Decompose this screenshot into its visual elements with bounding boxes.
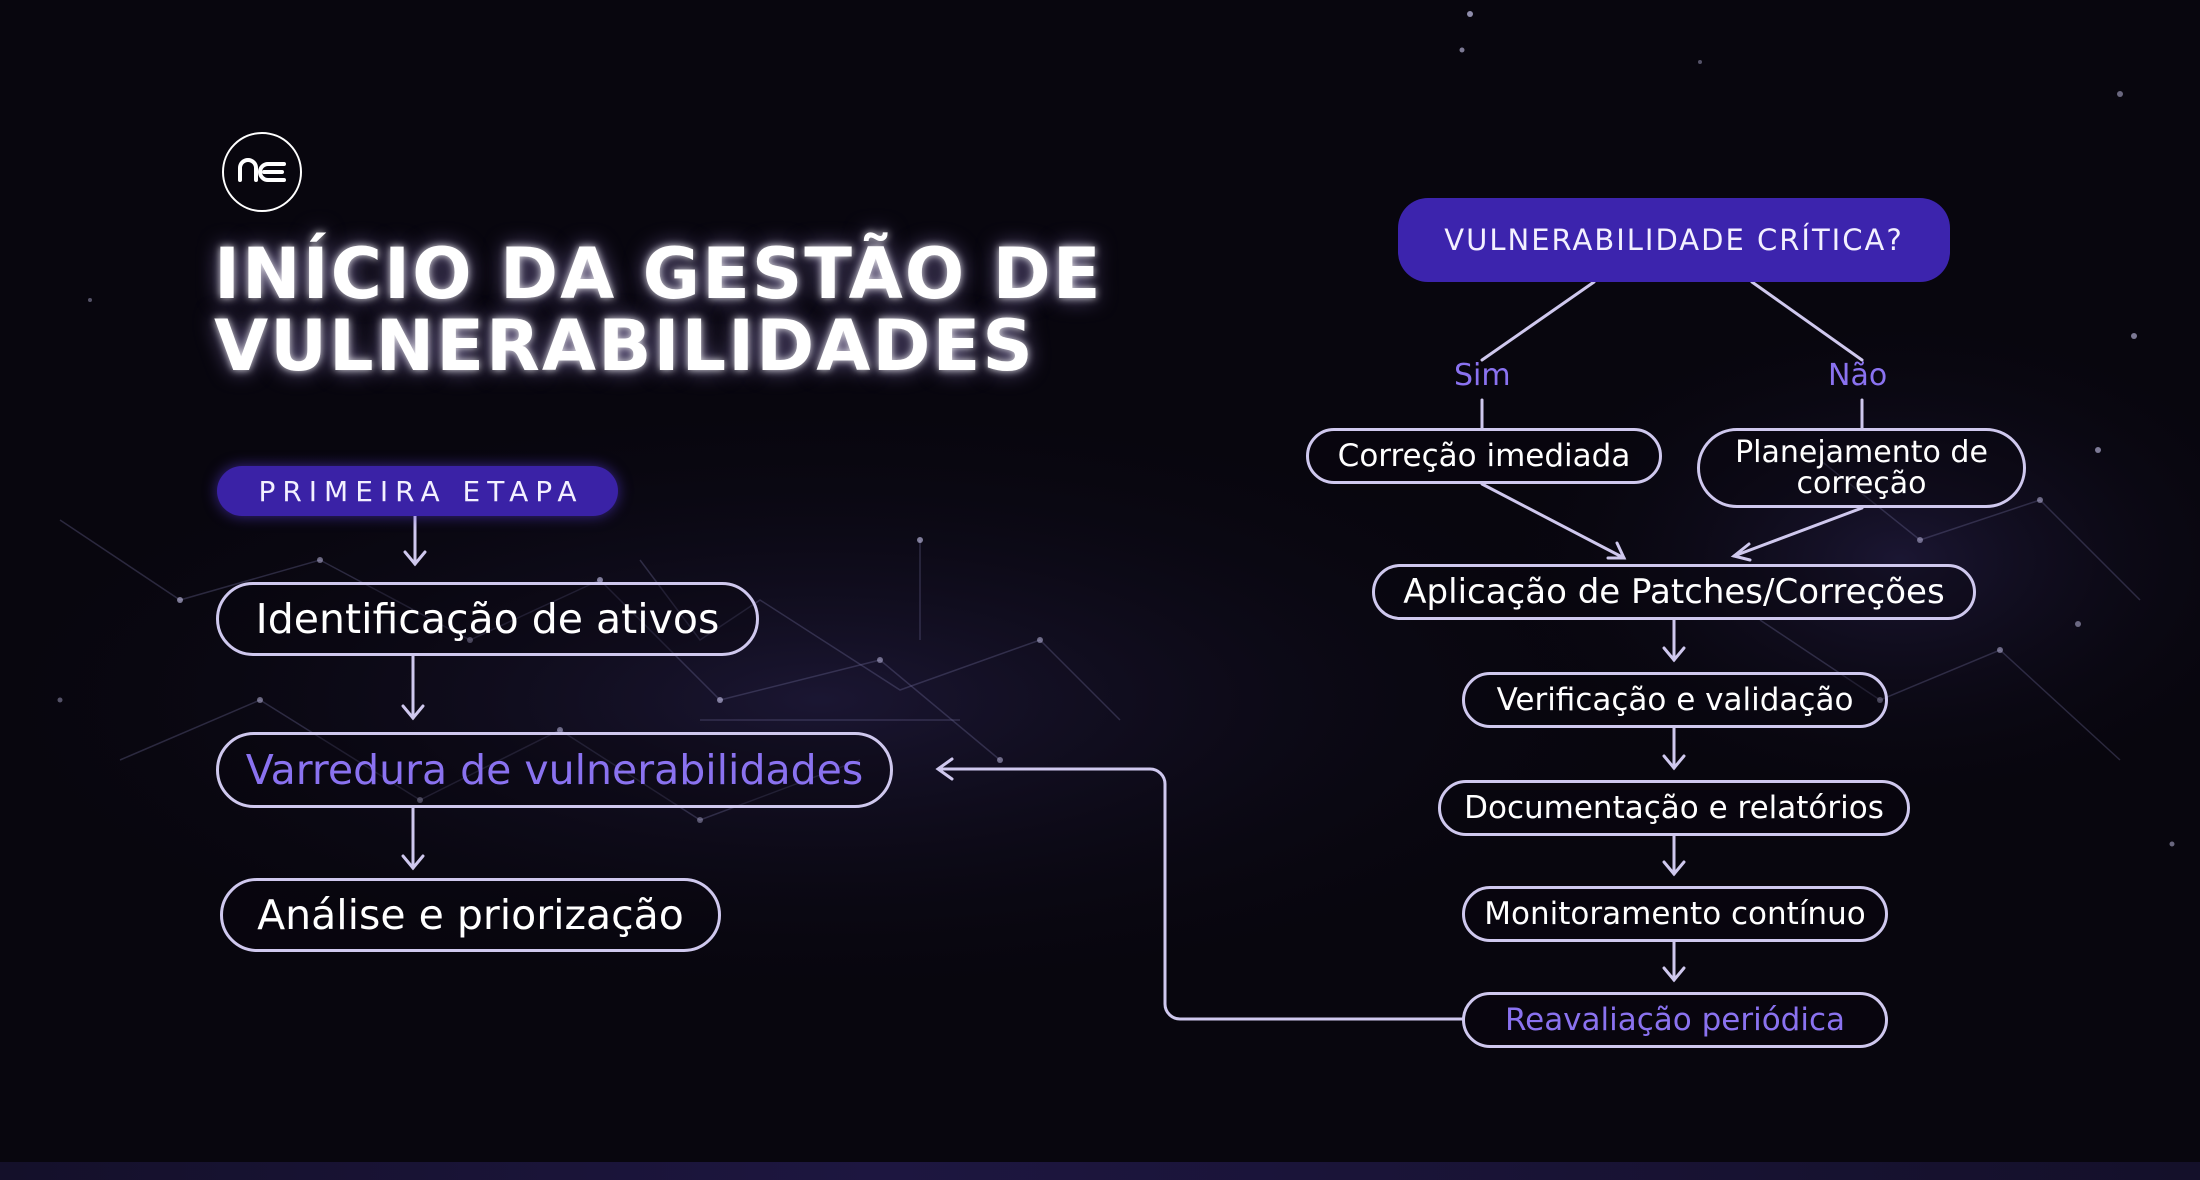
brand-logo: [222, 132, 302, 212]
arrow-planejamento-to-patches: [1732, 506, 1864, 558]
node-planejamento-line-1: Planejamento de: [1735, 435, 1988, 470]
page-title: INÍCIO DA GESTÃO DE VULNERABILIDADES: [214, 238, 1103, 382]
page-title-line-1: INÍCIO DA GESTÃO DE: [214, 233, 1103, 315]
node-planejamento-correcao: Planejamento de correção: [1697, 428, 2026, 508]
node-documentacao-relatorios: Documentação e relatórios: [1438, 780, 1910, 836]
branch-line-sim: [1480, 280, 1596, 362]
arrowhead-1: [403, 550, 427, 567]
node-reavaliacao-periodica: Reavaliação periódica: [1462, 992, 1888, 1048]
arrow-correcao-to-patches: [1480, 482, 1626, 560]
branch-label-nao: Não: [1828, 358, 1888, 393]
node-identificacao-ativos: Identificação de ativos: [216, 582, 759, 656]
decision-question: VULNERABILIDADE CRÍTICA?: [1398, 198, 1950, 282]
page-title-line-2: VULNERABILIDADES: [214, 305, 1035, 387]
feedback-loop-line: [938, 767, 1464, 1021]
arrowhead-9: [1662, 966, 1686, 983]
arrowhead-8: [1662, 860, 1686, 877]
arrowhead-6: [1662, 646, 1686, 663]
branch-line-nao: [1750, 280, 1864, 362]
arrowhead-4: [1606, 541, 1627, 560]
stage-badge: PRIMEIRA ETAPA: [217, 466, 618, 516]
arrowhead-feedback: [935, 757, 954, 781]
node-varredura-vulnerabilidades: Varredura de vulnerabilidades: [216, 732, 893, 808]
node-analise-priorizacao: Análise e priorização: [220, 878, 721, 952]
arrowhead-5: [1730, 542, 1752, 562]
node-planejamento-line-2: correção: [1796, 466, 1927, 501]
ne-logo-icon: [238, 158, 286, 182]
node-correcao-imediata: Correção imediada: [1306, 428, 1662, 484]
bottom-strip: [0, 1162, 2200, 1180]
arrowhead-2: [401, 704, 425, 721]
branch-label-sim: Sim: [1454, 358, 1511, 393]
arrowhead-7: [1662, 754, 1686, 771]
arrowhead-3: [401, 854, 425, 871]
node-verificacao-validacao: Verificação e validação: [1462, 672, 1888, 728]
node-monitoramento-continuo: Monitoramento contínuo: [1462, 886, 1888, 942]
node-aplicacao-patches: Aplicação de Patches/Correções: [1372, 564, 1976, 620]
